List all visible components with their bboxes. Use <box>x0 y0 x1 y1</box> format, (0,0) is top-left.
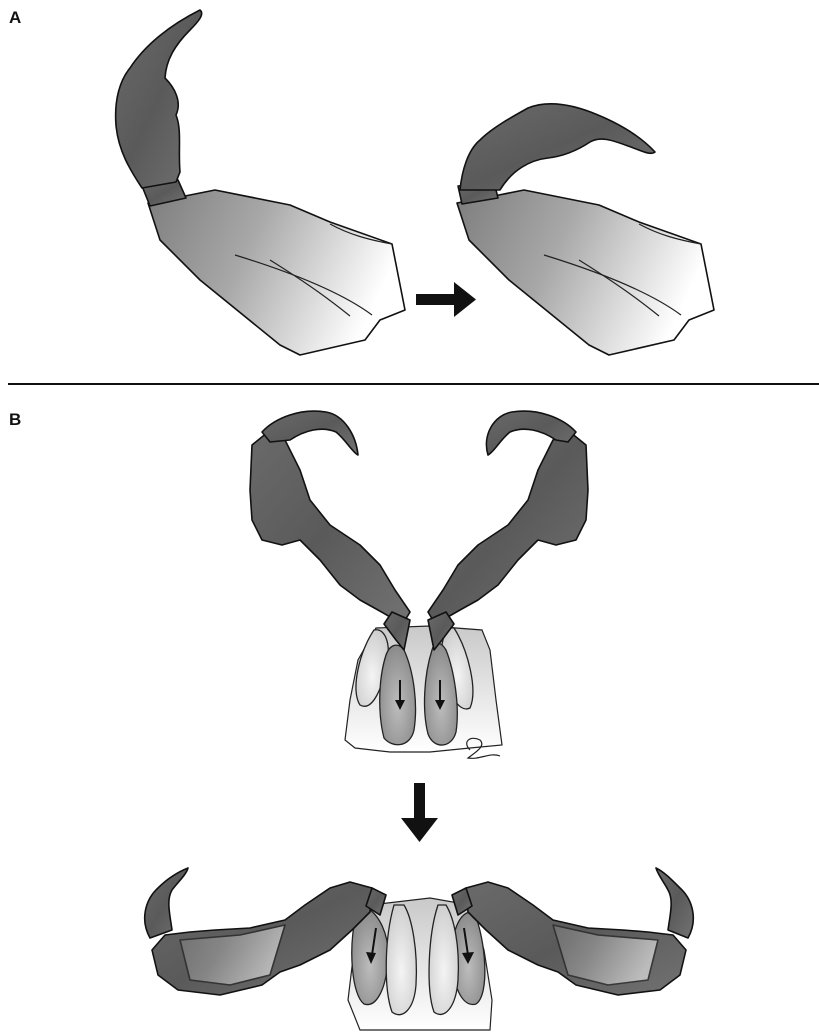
panel-b-bottom-assembly <box>145 868 694 1030</box>
transition-arrow-right <box>416 282 476 317</box>
panel-b-top-assembly <box>250 411 588 758</box>
panel-a-leg-after <box>457 104 714 355</box>
panel-a-leg-before <box>116 10 405 355</box>
transition-arrow-down <box>401 783 438 842</box>
panel-a-label: A <box>9 8 21 27</box>
panel-b-label: B <box>9 410 21 429</box>
